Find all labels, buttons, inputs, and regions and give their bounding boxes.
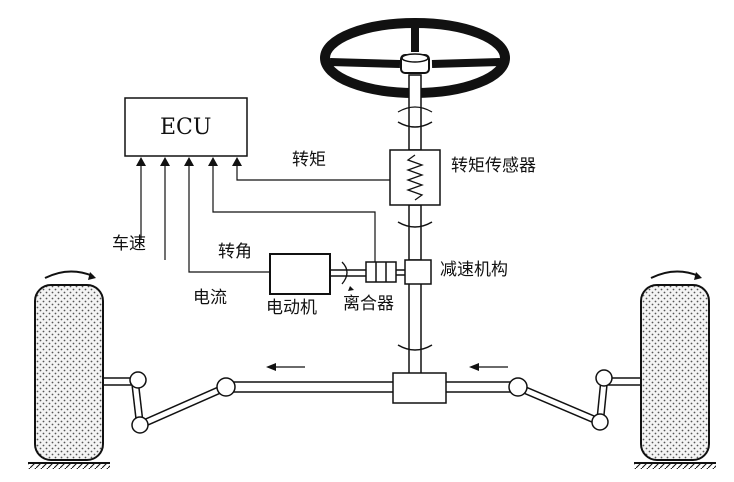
arrow-current — [184, 157, 194, 166]
current-label: 电流 — [193, 288, 227, 308]
reducer-label: 减速机构 — [440, 260, 508, 280]
motor-label: 电动机 — [266, 298, 317, 318]
right-wheel — [634, 270, 716, 469]
left-linkage — [103, 371, 236, 434]
steering-angle-label: 转角 — [218, 242, 252, 262]
arrow-angle — [208, 157, 218, 166]
left-wheel — [28, 270, 110, 469]
clutch — [365, 261, 405, 283]
motor — [269, 253, 366, 295]
right-linkage — [508, 369, 640, 431]
torque-label: 转矩 — [292, 150, 326, 170]
ecu-box — [124, 97, 248, 157]
arrow-extra — [136, 157, 146, 166]
reducer — [404, 259, 432, 285]
steering-column — [397, 74, 433, 379]
steering-rack — [231, 363, 521, 404]
signal-lines — [140, 162, 390, 273]
arrow-torque — [232, 157, 242, 166]
torque-sensor — [389, 149, 441, 206]
vehicle-speed-label: 车速 — [112, 234, 146, 254]
arrow-speed — [160, 157, 170, 166]
torque-sensor-label: 转矩传感器 — [451, 156, 536, 176]
ecu-label: ECU — [160, 115, 212, 140]
clutch-label: 离合器 — [343, 294, 394, 314]
